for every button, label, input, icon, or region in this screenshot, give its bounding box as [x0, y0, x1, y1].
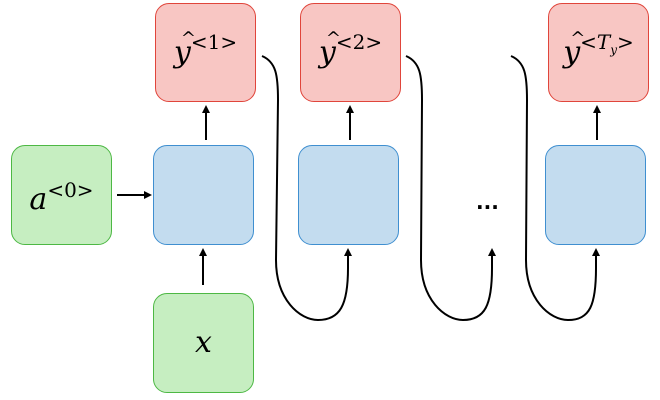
output-label-yTy: y<Ty>	[563, 30, 634, 68]
input-box-x: x	[153, 293, 254, 393]
initial-activation-box: a<0>	[11, 145, 112, 245]
feedback-y1-to-cell2	[261, 55, 352, 322]
output-box-y2: y<2>	[300, 3, 401, 102]
feedback-prev-to-cellTy	[510, 55, 600, 322]
output-box-y1: y<1>	[155, 3, 256, 102]
output-label-y2: y<2>	[319, 30, 382, 68]
feedback-y2-to-next	[405, 55, 496, 322]
ellipsis: ...	[476, 190, 499, 214]
output-label-y1: y<1>	[174, 30, 237, 68]
input-label-x: x	[195, 325, 212, 360]
output-box-yTy: y<Ty>	[548, 3, 649, 102]
rnn-cell-1	[153, 145, 254, 245]
rnn-cell-2	[298, 145, 399, 245]
rnn-cell-3	[545, 145, 646, 245]
initial-activation-label: a<0>	[29, 177, 94, 217]
